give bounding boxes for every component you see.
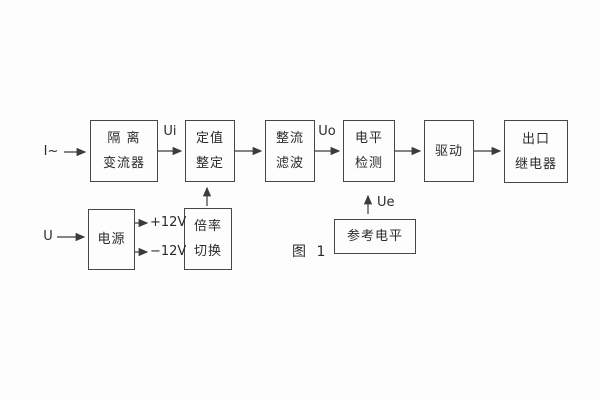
label-input-current: I~	[43, 144, 59, 159]
block-relay-line2: 继电器	[514, 156, 557, 172]
block-level-line1: 电平	[354, 131, 383, 146]
label-uo-signal: Uo	[318, 124, 336, 139]
label-plus-12v: +12V	[150, 215, 187, 230]
block-setting-line1: 定值	[195, 131, 224, 146]
label-ue-signal: Ue	[377, 195, 395, 210]
block-output-relay: 出口 继电器	[504, 120, 568, 183]
block-ratio-line2: 切换	[193, 244, 222, 259]
block-setting-adjustment: 定值 整定	[185, 120, 235, 182]
block-level-detection: 电平 检测	[343, 120, 395, 182]
block-rectify-line2: 滤波	[275, 156, 304, 171]
block-power-supply: 电源	[88, 209, 135, 270]
block-isolation-line2: 变流器	[102, 156, 145, 171]
label-input-voltage: U	[43, 229, 53, 244]
block-ratio-line1: 倍率	[193, 219, 222, 234]
block-reference-level: 参考电平	[334, 219, 416, 254]
block-power-line1: 电源	[97, 232, 126, 247]
block-isolation-transformer: 隔 离 变流器	[90, 120, 158, 182]
block-rectifier-filter: 整流 滤波	[265, 120, 315, 182]
label-ui-signal: Ui	[163, 124, 177, 139]
block-rectify-line1: 整流	[275, 131, 304, 146]
block-ratio-switching: 倍率 切换	[184, 208, 232, 270]
block-reference-line1: 参考电平	[346, 229, 403, 244]
block-drive-line1: 驱动	[434, 143, 463, 159]
block-setting-line2: 整定	[195, 156, 224, 171]
block-level-line2: 检测	[354, 156, 383, 171]
figure-caption: 图 1	[292, 244, 329, 260]
block-drive: 驱动	[424, 120, 474, 182]
block-relay-line1: 出口	[521, 131, 550, 147]
block-isolation-line1: 隔 离	[107, 131, 141, 146]
label-minus-12v: −12V	[150, 244, 187, 259]
